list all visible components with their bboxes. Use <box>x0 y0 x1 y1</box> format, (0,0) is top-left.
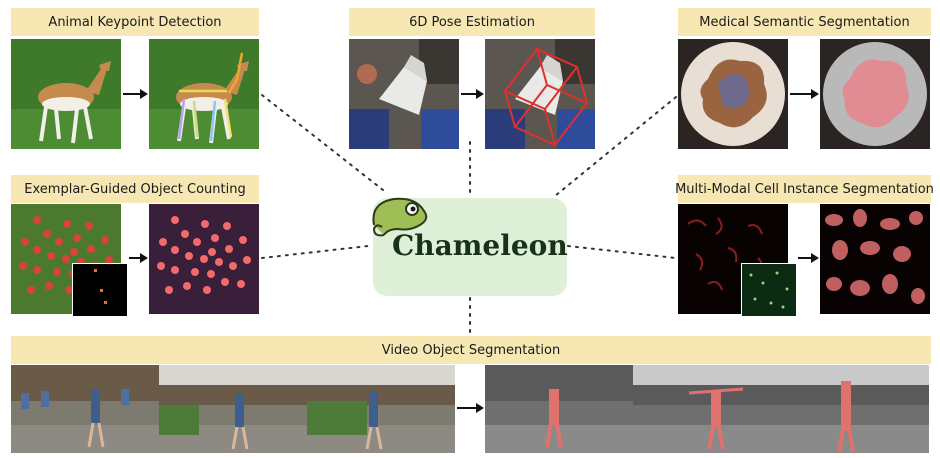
lamp-pose-box-image <box>485 39 595 149</box>
arrow-right-icon <box>790 89 819 99</box>
exemplar-map-inset <box>72 263 128 317</box>
arrow-right-icon <box>798 253 819 263</box>
task-banner-animal-keypoint: Animal Keypoint Detection <box>11 8 259 36</box>
task-banner-6d-pose: 6D Pose Estimation <box>349 8 595 36</box>
cell-instance-mask-image <box>820 204 930 314</box>
video-frame-1 <box>11 365 159 453</box>
skin-lesion-mask-image <box>820 39 930 149</box>
skin-lesion-image <box>678 39 788 149</box>
chameleon-icon <box>372 197 428 237</box>
arrow-right-icon <box>129 253 148 263</box>
video-frame-2 <box>159 365 307 453</box>
task-banner-medical-segmentation: Medical Semantic Segmentation <box>678 8 931 36</box>
video-frame-3 <box>307 365 455 453</box>
arrow-right-icon <box>123 89 148 99</box>
task-banner-object-counting: Exemplar-Guided Object Counting <box>11 175 259 203</box>
video-mask-frame-2 <box>633 365 781 453</box>
task-banner-cell-segmentation: Multi-Modal Cell Instance Segmentation <box>675 175 934 203</box>
deer-image <box>11 39 121 149</box>
arrow-right-icon <box>457 403 484 413</box>
deer-keypoints-image <box>149 39 259 149</box>
task-banner-video-segmentation: Video Object Segmentation <box>11 336 931 364</box>
video-mask-frame-1 <box>485 365 633 453</box>
video-mask-frame-3 <box>781 365 929 453</box>
spiral-density-image <box>149 204 259 314</box>
cell-nuclei-inset <box>741 263 797 317</box>
center-title: Chameleon <box>392 229 568 262</box>
lamp-scene-image <box>349 39 459 149</box>
arrow-right-icon <box>461 89 484 99</box>
